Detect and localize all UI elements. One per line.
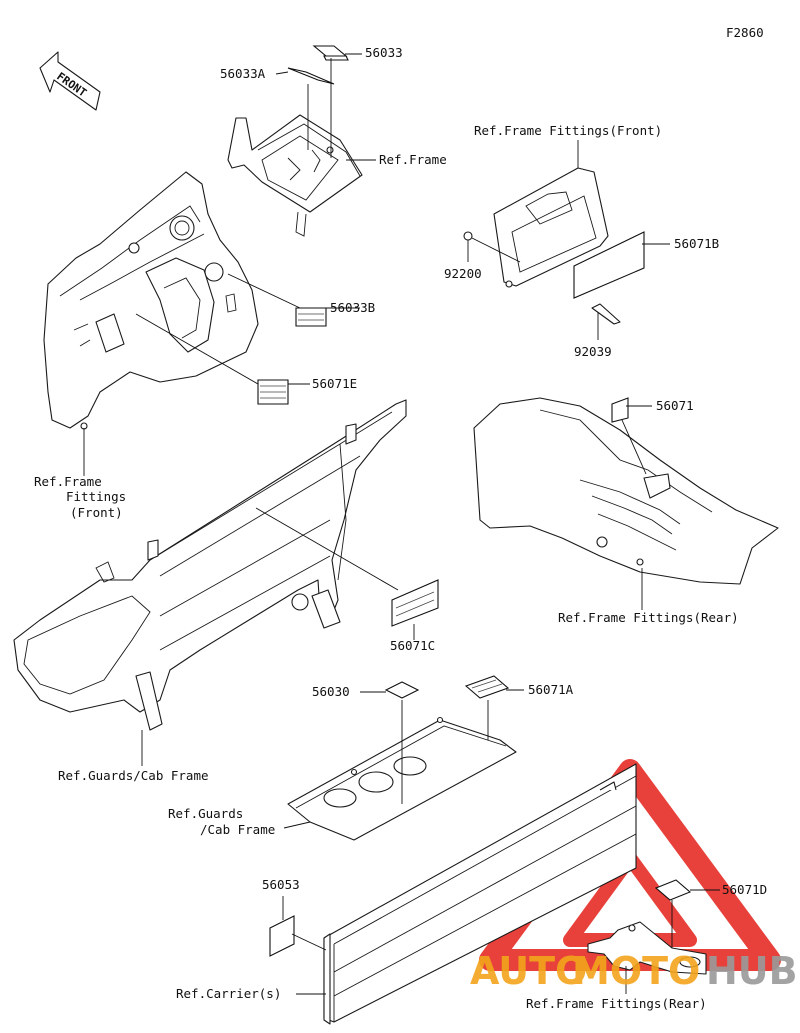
rear-fitting-drawing <box>473 397 779 585</box>
guard-frame-drawing <box>13 399 407 731</box>
label-ref-ff-front-left-3: (Front) <box>70 505 123 520</box>
label-ref-frame-fittings-front-top: Ref.Frame Fittings(Front) <box>474 123 662 138</box>
label-56033A: 56033A <box>220 66 266 81</box>
label-56071D: 56071D <box>722 882 767 897</box>
label-ref-frame: Ref.Frame <box>379 152 447 167</box>
label-92039: 92039 <box>574 344 612 359</box>
decal-56033A <box>287 67 335 85</box>
label-ref-carriers: Ref.Carrier(s) <box>176 986 281 1001</box>
label-56071A: 56071A <box>528 682 574 697</box>
carrier-rail-drawing <box>323 763 637 1025</box>
label-ref-guards-cab-2a: Ref.Guards <box>168 806 243 821</box>
decal-56071A <box>464 675 510 699</box>
label-ref-guards-cab-2b: /Cab Frame <box>200 822 275 837</box>
decal-56030 <box>384 681 420 699</box>
label-56053: 56053 <box>262 877 300 892</box>
decal-56071D <box>654 879 692 901</box>
label-56071E: 56071E <box>312 376 357 391</box>
decal-56033 <box>312 45 349 61</box>
decal-56071B <box>573 231 645 299</box>
decal-56071 <box>611 397 629 423</box>
decal-56033B <box>295 307 327 327</box>
label-ref-ff-front-left-2: Fittings <box>66 489 126 504</box>
label-ref-frame-fittings-rear-2: Ref.Frame Fittings(Rear) <box>526 996 707 1011</box>
dash-fitting-drawing <box>43 171 259 430</box>
rivet-92039-icon <box>591 303 621 325</box>
front-fitting-panel-drawing <box>493 167 609 288</box>
frame-bracket-drawing <box>227 114 363 237</box>
label-ref-ff-front-left-1: Ref.Frame <box>34 474 102 489</box>
rear-bracket-drawing <box>587 921 707 975</box>
label-56071C: 56071C <box>390 638 435 653</box>
label-56033B: 56033B <box>330 300 375 315</box>
label-ref-frame-fittings-rear-1: Ref.Frame Fittings(Rear) <box>558 610 739 625</box>
decal-56071C <box>391 579 439 627</box>
figure-id: F2860 <box>726 25 764 40</box>
watermark-moto: MOTO <box>572 949 700 993</box>
watermark-hub: HUB <box>706 949 798 993</box>
watermark-text: AUTO MOTO HUB <box>470 949 798 993</box>
label-ref-guards-cab-1: Ref.Guards/Cab Frame <box>58 768 209 783</box>
label-92200: 92200 <box>444 266 482 281</box>
watermark-auto: AUTO <box>470 949 587 993</box>
label-56071B: 56071B <box>674 236 719 251</box>
label-56071: 56071 <box>656 398 694 413</box>
label-56033: 56033 <box>365 45 403 60</box>
decal-56071E <box>257 379 289 405</box>
label-56030: 56030 <box>312 684 350 699</box>
front-arrow-icon: FRONT <box>39 51 101 111</box>
decal-56053 <box>269 915 295 957</box>
